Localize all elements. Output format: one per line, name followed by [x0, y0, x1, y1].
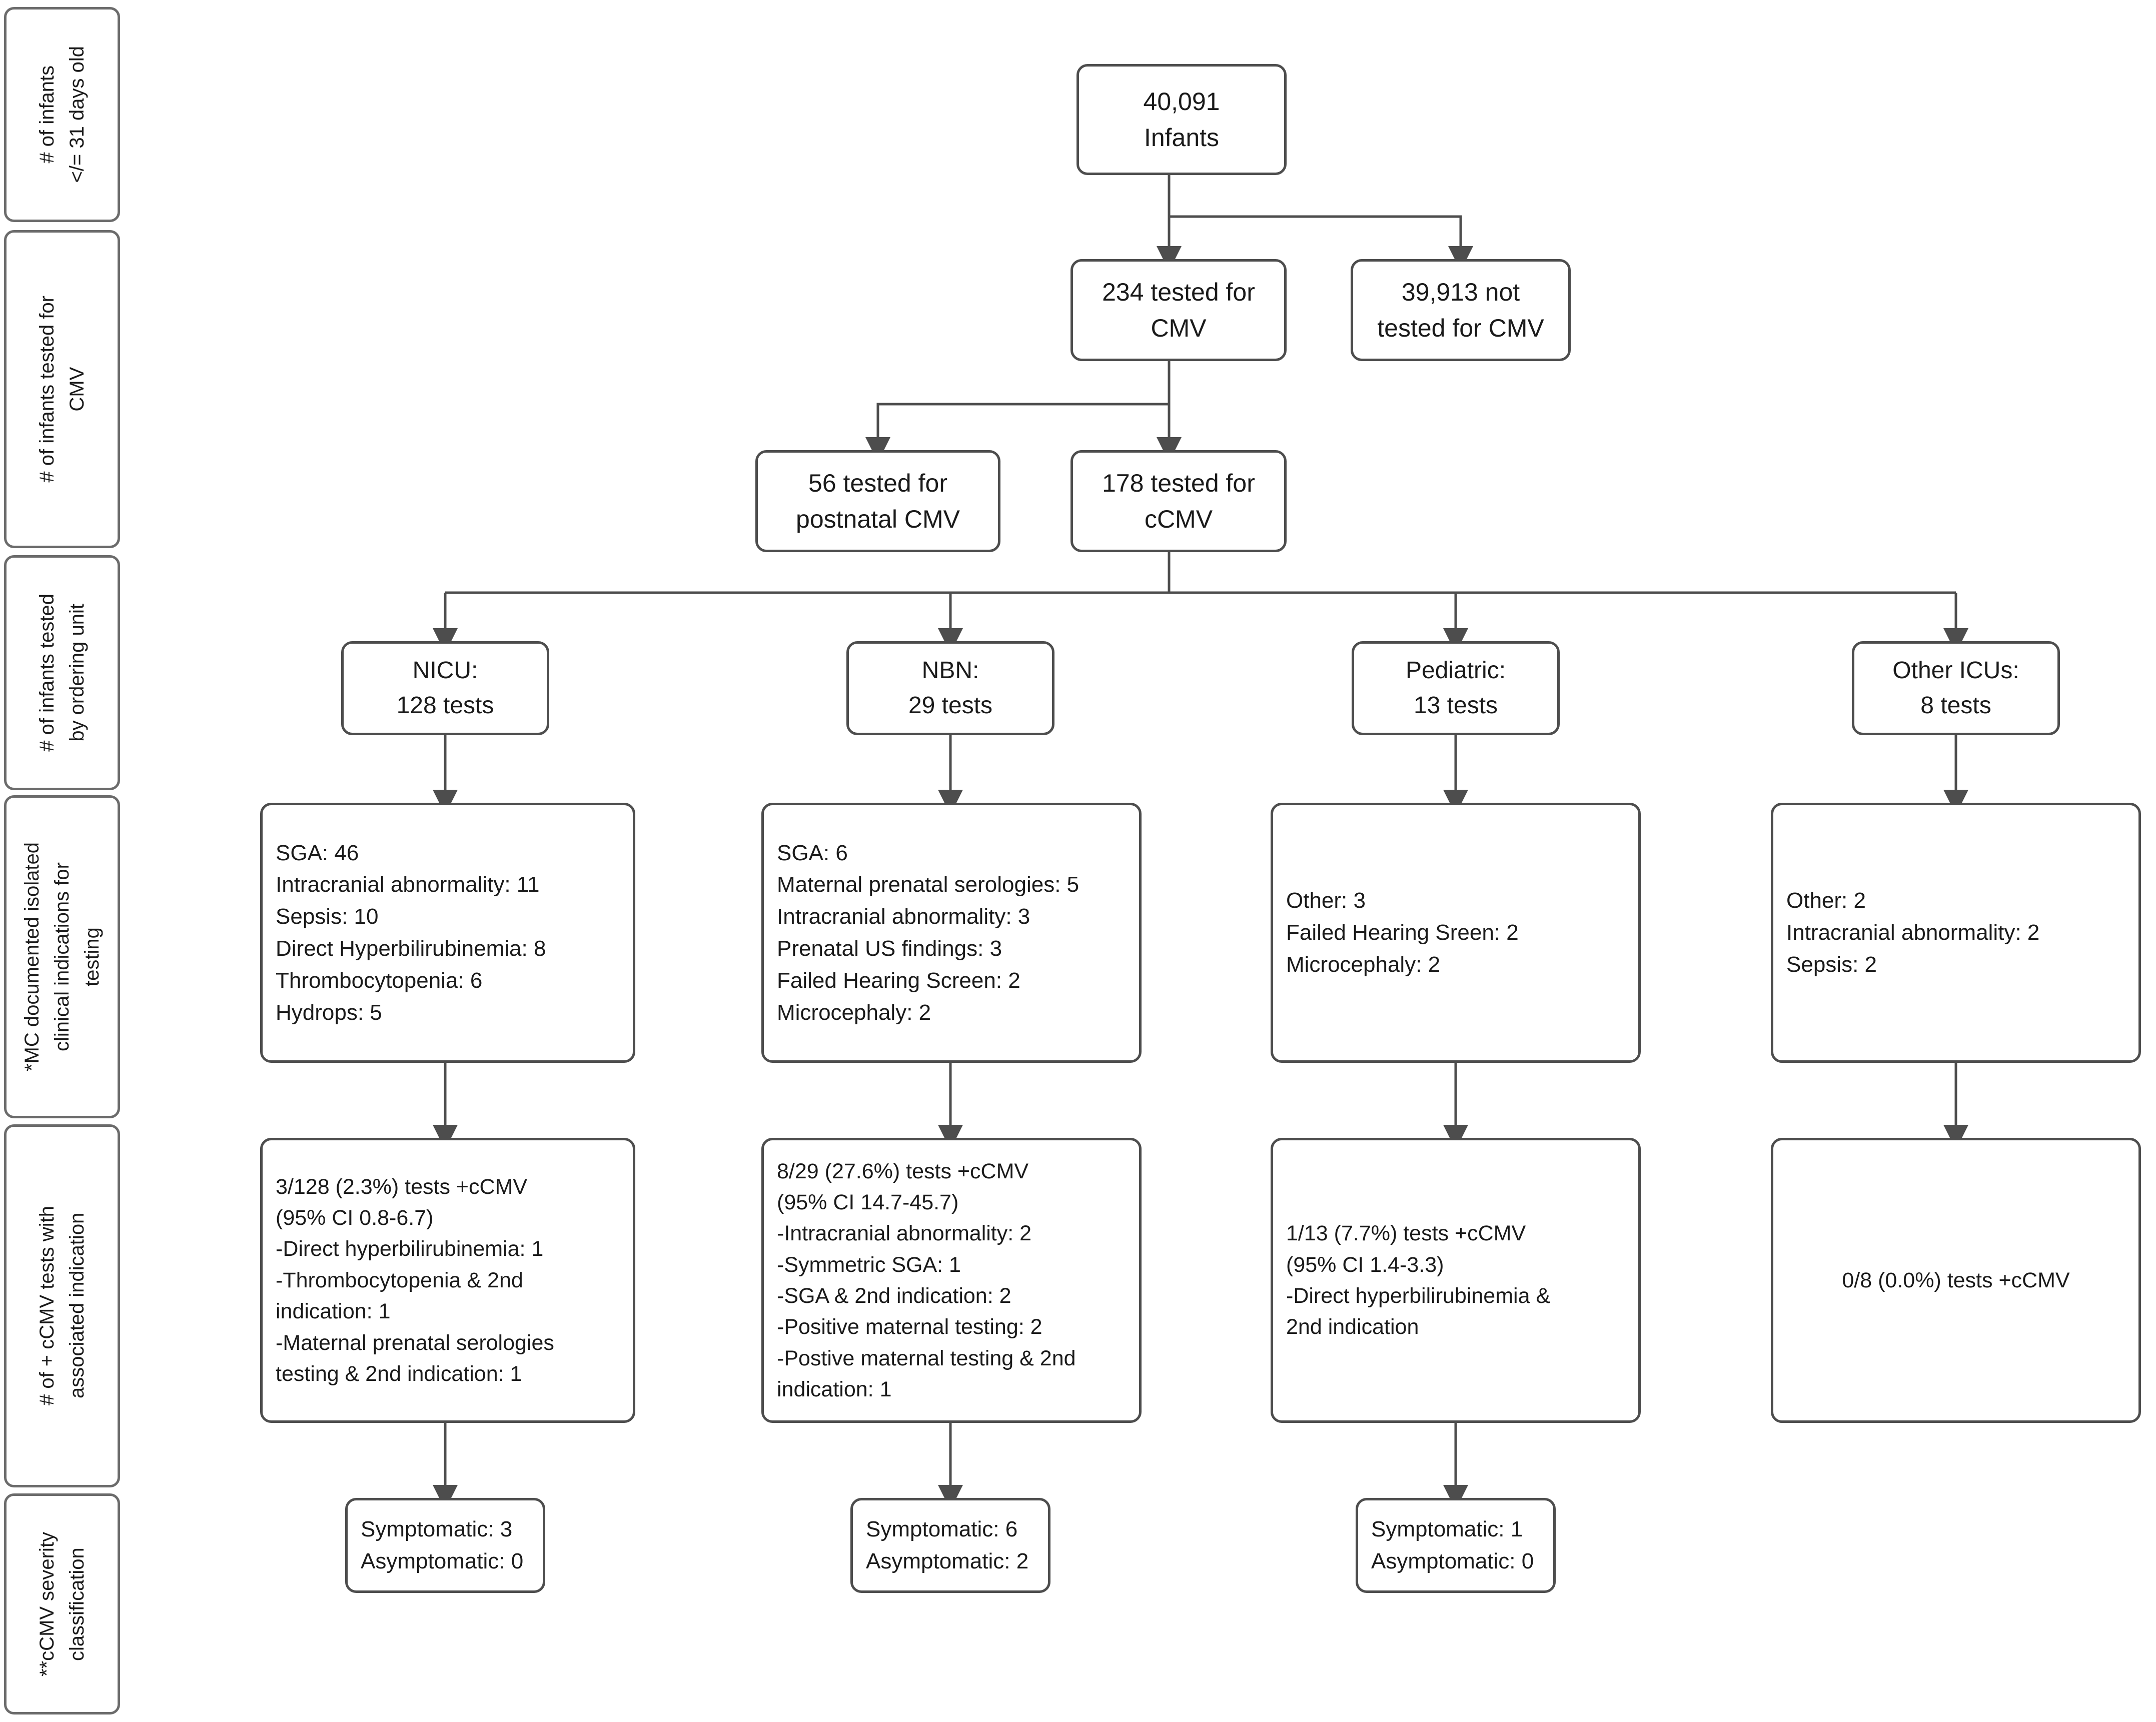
stage-label-text: # of infants tested by ordering unit	[36, 594, 88, 752]
stage-label-ordering-unit: # of infants tested by ordering unit	[4, 555, 120, 790]
node-label: Pediatric: 13 tests	[1405, 657, 1506, 719]
node-label: 39,913 not tested for CMV	[1377, 278, 1544, 343]
stage-label-text: # of infants tested for CMV	[36, 296, 88, 483]
node-unit-nbn: NBN: 29 tests	[846, 641, 1054, 735]
node-total-infants: 40,091 Infants	[1076, 64, 1287, 175]
node-unit-nicu: NICU: 128 tests	[341, 641, 549, 735]
node-label: Other: 3 Failed Hearing Sreen: 2 Microce…	[1286, 888, 1519, 977]
node-indications-nbn: SGA: 6 Maternal prenatal serologies: 5 I…	[761, 803, 1142, 1063]
node-label: Other ICUs: 8 tests	[1892, 657, 2019, 719]
node-severity-pediatric: Symptomatic: 1 Asymptomatic: 0	[1356, 1498, 1556, 1593]
node-indications-pediatric: Other: 3 Failed Hearing Sreen: 2 Microce…	[1271, 803, 1641, 1063]
node-label: 40,091 Infants	[1143, 87, 1220, 152]
node-label: Symptomatic: 3 Asymptomatic: 0	[361, 1517, 524, 1573]
stage-label-text: **cCMV severity classification	[36, 1531, 88, 1676]
node-label: 3/128 (2.3%) tests +cCMV (95% CI 0.8-6.7…	[276, 1174, 554, 1386]
node-label: 234 tested for CMV	[1102, 278, 1255, 343]
node-label: 178 tested for cCMV	[1102, 469, 1255, 534]
node-label: NBN: 29 tests	[908, 657, 993, 719]
node-indications-nicu: SGA: 46 Intracranial abnormality: 11 Sep…	[260, 803, 635, 1063]
stage-label-severity-classification: **cCMV severity classification	[4, 1493, 120, 1714]
node-unit-pediatric: Pediatric: 13 tests	[1352, 641, 1560, 735]
stage-label-text: *MC documented isolated clinical indicat…	[21, 842, 103, 1072]
node-label: 8/29 (27.6%) tests +cCMV (95% CI 14.7-45…	[777, 1159, 1076, 1402]
node-results-nicu: 3/128 (2.3%) tests +cCMV (95% CI 0.8-6.7…	[260, 1138, 635, 1423]
node-results-other-icus: 0/8 (0.0%) tests +cCMV	[1771, 1138, 2141, 1423]
node-label: 1/13 (7.7%) tests +cCMV (95% CI 1.4-3.3)…	[1286, 1221, 1551, 1339]
stage-label-tested-for-cmv: # of infants tested for CMV	[4, 230, 120, 548]
node-label: SGA: 46 Intracranial abnormality: 11 Sep…	[276, 840, 546, 1025]
node-unit-other-icus: Other ICUs: 8 tests	[1852, 641, 2060, 735]
edge-tested-to-postnatal	[865, 403, 1169, 463]
node-label: 56 tested for postnatal CMV	[796, 469, 960, 534]
stage-label-text: # of infants </= 31 days old	[36, 46, 88, 183]
node-tested-postnatal-cmv: 56 tested for postnatal CMV	[755, 450, 1000, 552]
node-results-pediatric: 1/13 (7.7%) tests +cCMV (95% CI 1.4-3.3)…	[1271, 1138, 1641, 1423]
node-severity-nbn: Symptomatic: 6 Asymptomatic: 2	[850, 1498, 1050, 1593]
node-tested-ccmv: 178 tested for cCMV	[1070, 450, 1287, 552]
node-results-nbn: 8/29 (27.6%) tests +cCMV (95% CI 14.7-45…	[761, 1138, 1142, 1423]
node-label: Other: 2 Intracranial abnormality: 2 Sep…	[1786, 888, 2040, 977]
node-label: Symptomatic: 1 Asymptomatic: 0	[1371, 1517, 1534, 1573]
stage-label-clinical-indications: *MC documented isolated clinical indicat…	[4, 795, 120, 1118]
stage-label-infants: # of infants </= 31 days old	[4, 7, 120, 222]
node-not-tested-for-cmv: 39,913 not tested for CMV	[1351, 259, 1571, 361]
stage-label-text: # of + cCMV tests with associated indica…	[36, 1206, 88, 1406]
stage-label-positive-tests: # of + cCMV tests with associated indica…	[4, 1124, 120, 1487]
edge-total-to-not-tested	[1169, 215, 1473, 272]
node-label: NICU: 128 tests	[396, 657, 494, 719]
node-severity-nicu: Symptomatic: 3 Asymptomatic: 0	[345, 1498, 545, 1593]
node-tested-for-cmv: 234 tested for CMV	[1070, 259, 1287, 361]
node-label: Symptomatic: 6 Asymptomatic: 2	[866, 1517, 1029, 1573]
node-label: SGA: 6 Maternal prenatal serologies: 5 I…	[777, 840, 1080, 1025]
node-indications-other-icus: Other: 2 Intracranial abnormality: 2 Sep…	[1771, 803, 2141, 1063]
node-label: 0/8 (0.0%) tests +cCMV	[1842, 1268, 2070, 1292]
